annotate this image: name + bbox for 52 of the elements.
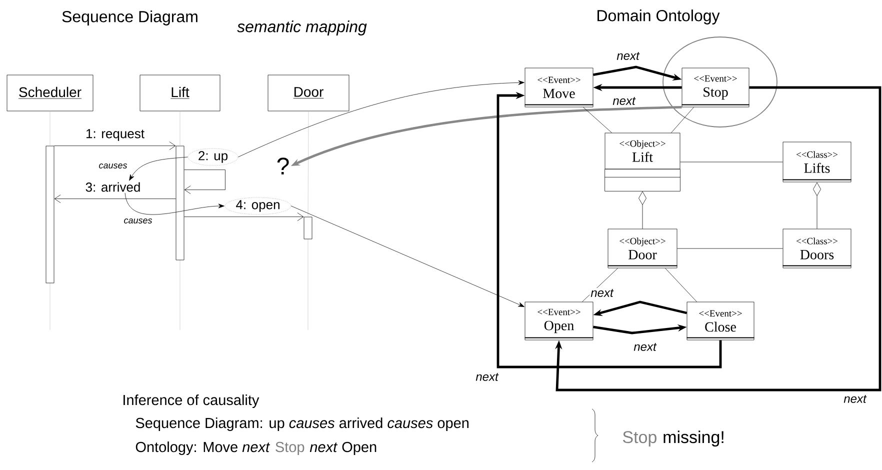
class-box: <<Event>> Close [686,302,755,340]
arrow [184,212,304,221]
bar [304,216,312,240]
edge-label: next [842,394,868,404]
lifeline-head-box: Scheduler [6,74,94,112]
class-box: <<Event>> Move [524,68,594,108]
class-box: <<Object>> Lift [604,132,680,192]
class-box: <<Object>> Door [607,228,678,268]
edge-label: next [632,342,658,352]
connector-line [677,248,783,249]
edge-label: next [616,51,640,61]
note-text: next Open [310,442,376,455]
bar [46,146,54,284]
lifeline-head-box: Door [268,74,350,112]
arrow [124,192,224,215]
note-text: Inference of causality [124,394,260,408]
arrow [184,170,226,194]
class-box: <<Event>> Open [524,302,594,340]
lifeline-head-box: Lift [140,74,220,112]
connector-line [671,107,694,133]
question-mark: ? [277,158,289,174]
arrow [54,142,176,150]
edge-label: 1: request [84,128,146,142]
note-text: missing! [664,430,724,447]
edge-label: next [590,288,614,298]
bar [176,146,184,260]
connector-line [583,107,612,133]
edge-label: next [612,96,636,106]
aggregation-line [813,182,821,229]
arrow [291,206,524,307]
note-text: Ontology: Move next [136,441,270,455]
class-box: <<Event>> Stop [681,68,750,108]
heading: Domain Ontology [598,10,720,24]
note-text: Stop [622,431,656,447]
arrow [555,86,882,392]
heading: Sequence Diagram [62,10,198,26]
lifeline [308,111,309,217]
edge-label: causes [122,218,154,224]
heading: semantic mapping [237,20,367,36]
class-box: <<Class>> Doors [782,228,852,268]
arrow [238,80,524,158]
aggregation-line [638,191,646,229]
note-text: Sequence Diagram: up causes arrived causes open [136,417,468,431]
arrow [54,194,176,203]
message-label: 3: arrived [86,182,140,192]
class-box: <<Class>> Lifts [782,142,852,182]
note-text: Stop [276,442,304,455]
connector-line [665,268,697,302]
edge-label: next [474,372,500,382]
arrow [496,92,722,368]
edge-label: causes [98,162,128,170]
arrow [129,156,188,181]
